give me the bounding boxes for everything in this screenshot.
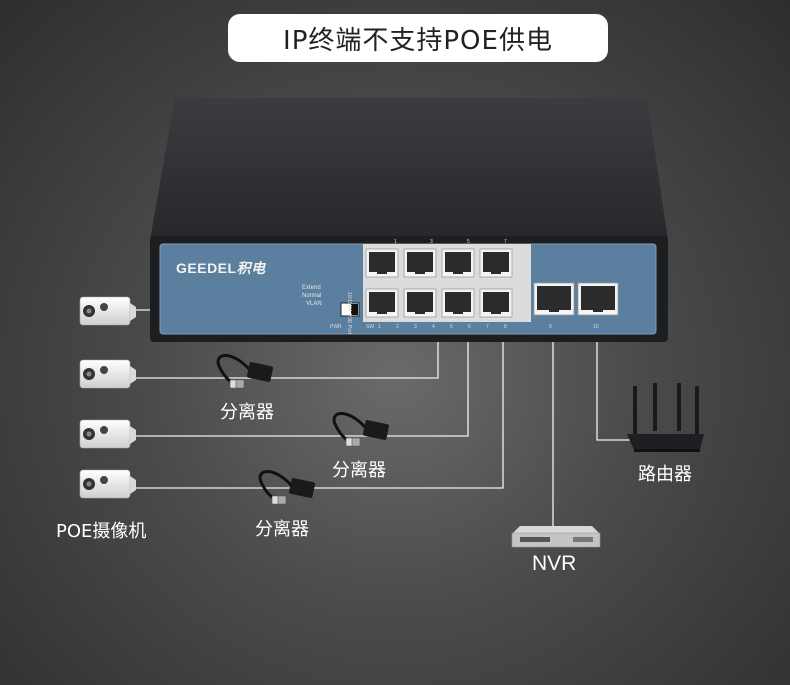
title-text: IP终端不支持POE供电 (283, 25, 553, 56)
poe-port-top-4 (479, 248, 513, 278)
port-num-3: 3 (414, 324, 417, 330)
camera-label: POE摄像机 (56, 521, 147, 542)
port-top-num-5: 5 (467, 239, 470, 245)
brand-name-cn: 积电 (236, 260, 266, 276)
splitter-label-3: 分离器 (255, 519, 309, 540)
camera-icon (79, 359, 136, 389)
nvr-icon (511, 526, 601, 548)
title-banner: IP终端不支持POE供电 (228, 14, 608, 62)
port-num-5: 5 (450, 324, 453, 330)
cable-cam4 (122, 342, 504, 489)
cable-router (596, 342, 640, 441)
port-num-2: 2 (396, 324, 399, 330)
router-label: 路由器 (638, 464, 692, 485)
splitter-icon (332, 412, 390, 447)
mode-vlan: VLAN (306, 301, 322, 307)
splitter-icon (216, 354, 274, 389)
camera-group (79, 296, 136, 499)
splitter-label-1: 分离器 (220, 402, 274, 423)
port-num-7: 7 (486, 324, 489, 330)
camera-icon (79, 469, 136, 499)
port-top-num-7: 7 (504, 239, 507, 245)
port-top-num-3: 3 (430, 239, 433, 245)
poe-port-bottom-3 (441, 288, 475, 318)
cable-cam2 (122, 342, 439, 379)
uplink-port-9 (533, 282, 575, 316)
port-num-1: 1 (378, 324, 381, 330)
sw-label: SW (366, 324, 375, 330)
brand-name: GEEDEL (176, 260, 237, 276)
nvr-label: NVR (532, 552, 577, 575)
mode-normal: Normal (302, 293, 322, 299)
splitter-icon (258, 470, 316, 505)
splitter-group (216, 354, 390, 505)
camera-icon (79, 296, 136, 326)
brand-logo: GEEDEL积电 (176, 258, 266, 278)
switch-top (150, 98, 668, 240)
poe-port-side-label: 10/100M POE Port (346, 292, 352, 334)
port-top-num-1: 1 (394, 239, 397, 245)
port-group (365, 248, 619, 318)
cables (122, 309, 640, 528)
mode-switch-knob (351, 304, 358, 315)
poe-port-top-1 (365, 248, 399, 278)
port-num-9: 9 (549, 324, 552, 330)
uplink-port-10 (577, 282, 619, 316)
cable-cam3 (122, 342, 469, 437)
poe-port-bottom-1 (365, 288, 399, 318)
poe-port-top-2 (403, 248, 437, 278)
camera-icon (79, 419, 136, 449)
router-icon (627, 383, 704, 452)
pwr-label: PWR (330, 324, 342, 330)
port-num-10: 10 (593, 324, 599, 330)
poe-port-bottom-2 (403, 288, 437, 318)
poe-port-bottom-4 (479, 288, 513, 318)
poe-port-top-3 (441, 248, 475, 278)
port-num-6: 6 (468, 324, 471, 330)
splitter-label-2: 分离器 (332, 460, 386, 481)
port-num-8: 8 (504, 324, 507, 330)
mode-extend: Extend (302, 285, 321, 291)
port-num-4: 4 (432, 324, 435, 330)
